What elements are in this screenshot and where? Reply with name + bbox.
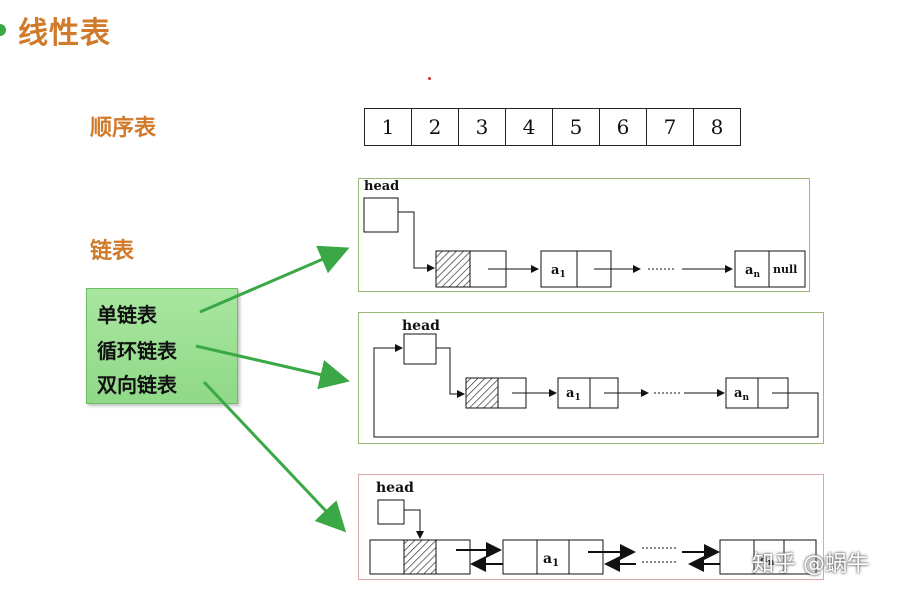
node-a1-label: a1 <box>566 386 581 403</box>
node-an-next <box>768 250 806 288</box>
slide-title: 线性表 <box>18 16 111 51</box>
array-cell: 1 <box>365 109 412 145</box>
singly-linked-nodes: head <box>363 179 806 288</box>
sequential-array: 1 2 3 4 5 6 7 8 <box>364 108 741 146</box>
null-label: null <box>773 263 797 276</box>
head-pointer-box <box>363 197 399 233</box>
linked-list-label: 链表 <box>90 239 135 264</box>
node-an-label: an <box>734 386 749 403</box>
singly-linked-diagram <box>358 178 810 292</box>
node-an-label: an <box>760 551 775 568</box>
green-arrows <box>195 245 350 533</box>
arrow-to-singly <box>199 245 350 314</box>
node-an-label: an <box>745 263 760 280</box>
node-a1-label: a1 <box>543 551 559 569</box>
array-cell: 8 <box>710 115 724 139</box>
head-arrow <box>436 347 465 398</box>
doubly-linked-diagram <box>358 474 824 580</box>
doubly-linked-nodes: head <box>369 480 817 575</box>
array-cell: 2 <box>412 109 459 145</box>
node-a1-data <box>540 250 578 288</box>
head-pointer-box <box>377 499 405 525</box>
head-arrow <box>398 211 435 272</box>
header-node-next <box>435 539 471 575</box>
header-node-prev <box>369 539 405 575</box>
watermark: 知乎 @蜗牛 <box>752 552 869 577</box>
head-pointer-box <box>403 333 437 365</box>
circular-return-link <box>373 344 819 438</box>
arrow-to-circular <box>195 344 350 390</box>
node-a1-label: a1 <box>551 263 566 280</box>
array-cell: 6 <box>600 109 647 145</box>
circular-linked-diagram <box>358 312 824 444</box>
node-an-prev <box>719 539 755 575</box>
circular-linked-nodes: head <box>373 318 819 438</box>
node-an-data <box>725 377 759 409</box>
array-cell: 7 <box>647 109 694 145</box>
head-arrow <box>404 509 424 539</box>
head-label: head <box>364 179 399 194</box>
array-cell: 4 <box>506 109 553 145</box>
red-dot <box>428 77 431 80</box>
node-an-data <box>753 539 785 575</box>
bullet-icon <box>0 24 6 36</box>
header-node-data <box>403 539 437 575</box>
header-node-data <box>465 377 499 409</box>
doubly-linked-label: 双向链表 <box>97 373 177 397</box>
head-label: head <box>402 318 440 334</box>
node-an-next <box>783 539 817 575</box>
node-a1-next <box>568 539 604 575</box>
node-a1-prev <box>502 539 538 575</box>
node-a1-data <box>536 539 570 575</box>
array-cell: 3 <box>459 109 506 145</box>
head-label: head <box>376 480 414 496</box>
singly-linked-label: 单链表 <box>97 303 157 327</box>
arrow-to-doubly <box>202 380 347 533</box>
sequential-list-label: 顺序表 <box>90 116 157 141</box>
node-a1-data <box>557 377 591 409</box>
header-node-data <box>435 250 471 288</box>
circular-linked-label: 循环链表 <box>97 339 177 363</box>
array-cell: 5 <box>553 109 600 145</box>
